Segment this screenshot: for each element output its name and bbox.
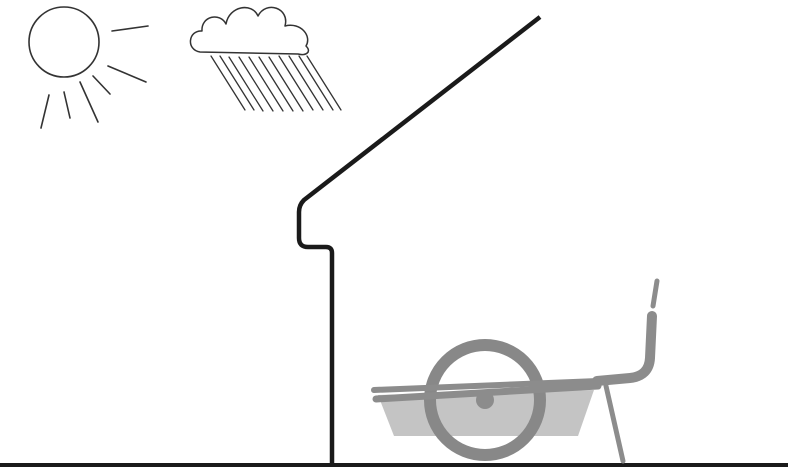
rain-streak [299, 56, 333, 110]
sun-ray [112, 26, 148, 31]
sun-ray [93, 76, 110, 94]
wheelbarrow-grip [653, 281, 657, 306]
rain-cloud-icon [190, 7, 341, 111]
rain-streak [220, 56, 254, 110]
rain-streak [259, 57, 293, 111]
wheelbarrow-icon [374, 281, 657, 461]
sun-ray [108, 66, 146, 82]
rain-streak [279, 56, 313, 110]
sun-ray [80, 82, 98, 122]
rain-streak [269, 57, 303, 111]
rain-streak [239, 57, 273, 111]
rain-streak [211, 56, 245, 110]
rain-streak [307, 56, 341, 110]
rain-streak [249, 57, 283, 111]
rain-streak [229, 57, 263, 111]
rain-streaks [211, 56, 341, 111]
cloud-outline [190, 7, 308, 54]
sun-disc [29, 7, 99, 77]
wheelbarrow-handle [597, 316, 652, 381]
wheelbarrow-leg [606, 386, 623, 461]
sun-ray [64, 92, 70, 118]
sun-icon [29, 7, 148, 128]
rain-streak [289, 56, 323, 110]
sun-ray [41, 95, 49, 128]
